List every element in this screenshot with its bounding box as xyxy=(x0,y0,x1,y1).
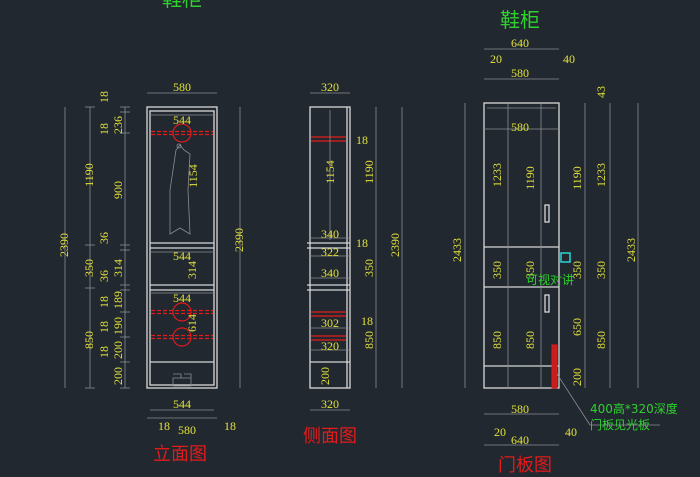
side-dims-label: 340 xyxy=(321,266,339,280)
elevation-dims-label: 900 xyxy=(111,181,125,199)
door-dims-label: 350 xyxy=(490,261,504,279)
rail-circle-marker xyxy=(172,302,192,322)
title-side-view: 侧面图 xyxy=(303,426,357,447)
elevation-dims-label: 2390 xyxy=(232,228,246,252)
door-handle xyxy=(544,204,550,223)
side-dims-label: 18 xyxy=(361,314,373,328)
shoes-icon xyxy=(172,373,192,387)
elevation-dims-label: 1154 xyxy=(186,164,200,188)
title-top-cut: 鞋柜 xyxy=(162,0,202,11)
door-dims-label: 40 xyxy=(563,52,575,66)
side-dims-label: 340 xyxy=(321,227,339,241)
door-dims-label: 350 xyxy=(523,261,537,279)
side-dims-label: 322 xyxy=(321,245,339,259)
door-dims-label: 1190 xyxy=(570,166,584,190)
door-dims-label: 350 xyxy=(594,261,608,279)
side-dims-label: 320 xyxy=(321,339,339,353)
elevation-dims-label: 200 xyxy=(111,341,125,359)
rail-circle-marker xyxy=(172,327,192,347)
door-dims-label: 1233 xyxy=(490,163,504,187)
side-dims-label: 200 xyxy=(318,367,332,385)
door-dims-label: 20 xyxy=(490,52,502,66)
elevation-dims-label: 18 xyxy=(97,123,111,135)
door-dims-label: 580 xyxy=(511,402,529,416)
door-dims-label: 640 xyxy=(511,433,529,447)
side-dims-label: 1190 xyxy=(362,160,376,184)
hanging-coat-icon xyxy=(169,144,191,235)
elevation-dims-label: 544 xyxy=(173,249,191,263)
elevation-dims-label: 18 xyxy=(158,419,170,433)
door-dims-label: 580 xyxy=(511,120,529,134)
door-dims-label: 1190 xyxy=(523,166,537,190)
elevation-dims-label: 190 xyxy=(111,317,125,335)
door-outline xyxy=(483,102,560,389)
leader-line xyxy=(556,373,591,426)
note-panel-finish: 门板见光板 xyxy=(590,417,650,432)
title-elevation: 立面图 xyxy=(153,444,207,465)
elevation-dims-label: 314 xyxy=(185,261,199,279)
door-dims-label: 580 xyxy=(511,66,529,80)
elevation-dims-label: 614 xyxy=(185,314,199,332)
side-dims-label: 320 xyxy=(321,397,339,411)
door-dims-label: 640 xyxy=(511,36,529,50)
elevation-dims-label: 189 xyxy=(111,291,125,309)
door-dims-label: 850 xyxy=(523,331,537,349)
door-dims-label: 850 xyxy=(594,331,608,349)
elevation-dims-label: 850 xyxy=(82,331,96,349)
elevation-dims-label: 350 xyxy=(82,259,96,277)
door-dims-label: 40 xyxy=(565,425,577,439)
door-dims-label: 850 xyxy=(490,331,504,349)
elevation-dims-label: 1190 xyxy=(82,163,96,187)
elevation-dims-label: 18 xyxy=(97,91,111,103)
door-handle xyxy=(544,294,550,313)
door-dims-label: 350 xyxy=(570,261,584,279)
elevation-dims-label: 36 xyxy=(97,232,111,244)
note-intercom: 可视对讲 xyxy=(526,272,574,287)
door-dims-label: 650 xyxy=(570,318,584,336)
side-dims-label: 18 xyxy=(356,133,368,147)
elevation-dims-label: 314 xyxy=(111,259,125,277)
door-dims-label: 2433 xyxy=(624,238,638,262)
elevation-dims-label: 36 xyxy=(97,270,111,282)
side-dims-label: 302 xyxy=(321,316,339,330)
visible-panel-strip xyxy=(551,344,558,389)
door-dims-label: 20 xyxy=(494,425,506,439)
elevation-dims-label: 200 xyxy=(111,367,125,385)
elevation-dims-label: 544 xyxy=(173,113,191,127)
side-dims-label: 350 xyxy=(362,259,376,277)
elevation-dims-label: 18 xyxy=(97,321,111,333)
side-dims-label: 850 xyxy=(362,331,376,349)
title-door-view: 门板图 xyxy=(498,455,552,476)
door-dims-label: 2433 xyxy=(450,238,464,262)
door-dims-label: 1233 xyxy=(594,163,608,187)
intercom-icon xyxy=(560,252,571,263)
side-dims-label: 320 xyxy=(321,80,339,94)
door-dims-label: 200 xyxy=(570,368,584,386)
elevation-dims-label: 2390 xyxy=(57,233,71,257)
elevation-dims-label: 580 xyxy=(173,80,191,94)
drawing-geometry xyxy=(64,48,660,446)
elevation-dims-label: 236 xyxy=(111,116,125,134)
elevation-dims-label: 544 xyxy=(173,291,191,305)
door-dims-label: 43 xyxy=(594,86,608,98)
hanger-hook-icon xyxy=(176,143,182,149)
elevation-dims-label: 18 xyxy=(97,296,111,308)
elevation-dims-label: 580 xyxy=(178,423,196,437)
side-dims-label: 1154 xyxy=(323,160,337,184)
side-dims-label: 18 xyxy=(356,236,368,250)
title-shoe-cabinet: 鞋柜 xyxy=(500,8,540,32)
elevation-dims-label: 18 xyxy=(97,346,111,358)
elevation-dims-label: 544 xyxy=(173,397,191,411)
cabinet-outline xyxy=(146,106,218,389)
elevation-dims-label: 18 xyxy=(224,419,236,433)
rail-circle-marker xyxy=(172,123,192,143)
note-panel-size: 400高*320深度 xyxy=(590,401,678,416)
side-dims-label: 2390 xyxy=(388,233,402,257)
